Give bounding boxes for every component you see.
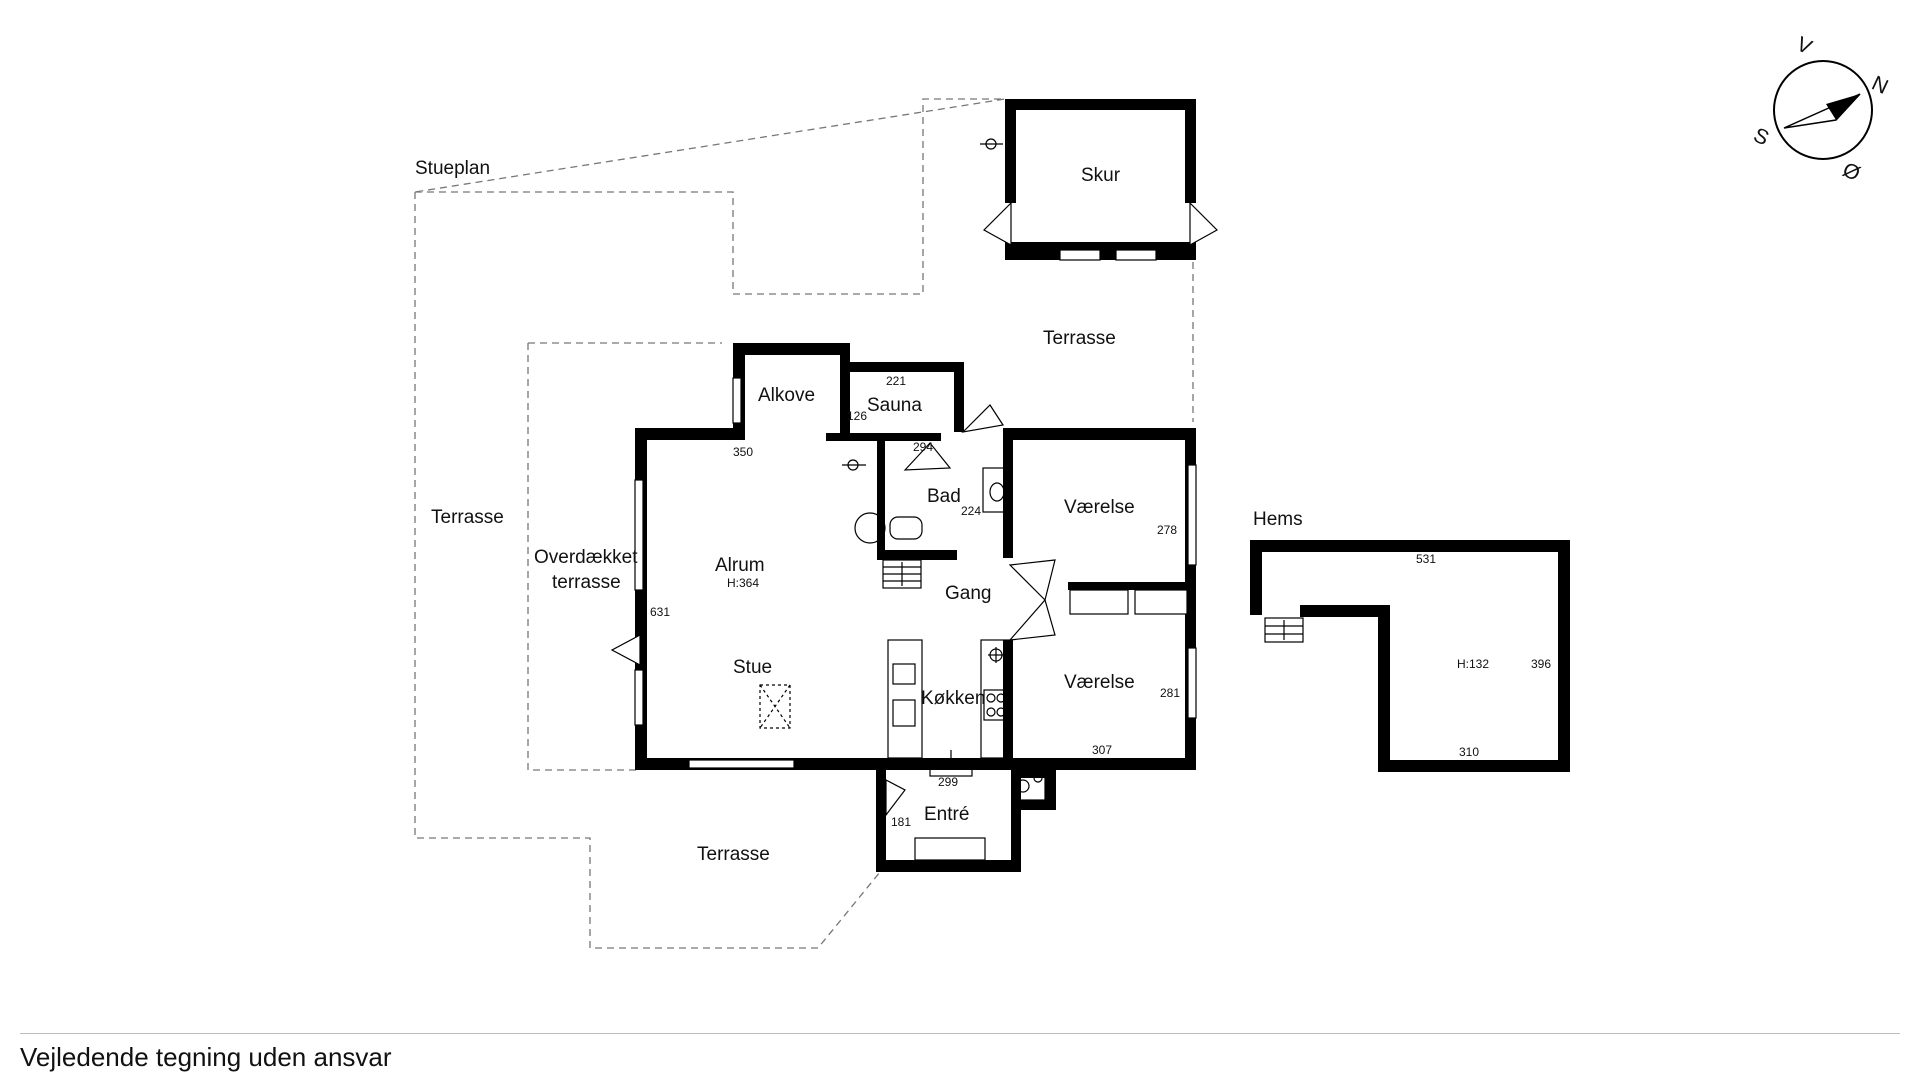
plan-title: Stueplan [415,158,490,179]
shower-icon [842,459,866,471]
label-alkove: Alkove [758,385,815,406]
label-alrum-height: H:364 [727,576,759,590]
fan-icon [988,647,1004,663]
dim-koekken: 299 [938,775,958,789]
outdoor-tap-icon [980,138,1003,150]
label-overdaekket-1: Overdækket [534,547,638,568]
compass-s: S [1750,124,1772,151]
label-sauna: Sauna [867,395,922,416]
dim-hems-bottom: 310 [1459,745,1479,759]
dim-entre: 181 [891,815,911,829]
dim-bad: 224 [961,504,981,518]
compass: V N S Ø [1750,33,1892,186]
compass-v: V [1793,33,1815,60]
dim-alrum: 631 [650,605,670,619]
label-bad: Bad [927,486,961,507]
doors [610,404,1056,817]
dim-vaerelse-2-h: 281 [1160,686,1180,700]
terrace-outlines [414,98,1194,949]
footer-divider [20,1033,1900,1034]
entry-step [929,750,973,777]
label-stue: Stue [733,657,772,678]
toilet-icon [854,512,923,544]
hems-stair-icon [1264,617,1304,643]
label-terrasse-top: Terrasse [1043,328,1116,349]
compass-n: N [1868,72,1891,99]
kitchen-counter-left [887,639,923,759]
label-koekken: Køkken [921,688,985,709]
compass-o: Ø [1839,158,1864,186]
dim-vaerelse-2-w: 307 [1092,743,1112,757]
label-gang: Gang [945,583,991,604]
washer-icon [1012,769,1046,801]
stair-icon [882,559,922,589]
label-alrum: Alrum [715,555,765,576]
dim-hems-right: 396 [1531,657,1551,671]
fixtures [759,459,1046,861]
label-overdaekket-2: terrasse [552,572,621,593]
room-labels: Stueplan Skur Terrasse Terrasse Terrasse… [415,158,1303,865]
main-house-walls [634,343,1197,872]
dim-alkove: 350 [733,445,753,459]
label-entre: Entré [924,804,969,825]
label-vaerelse-2: Værelse [1064,672,1135,693]
footer-disclaimer: Vejledende tegning uden ansvar [20,1042,392,1072]
dim-hems-top: 531 [1416,552,1436,566]
bench-icon [914,837,986,861]
label-vaerelse-1: Værelse [1064,497,1135,518]
label-hems: Hems [1253,509,1303,530]
dim-vaerelse-1: 278 [1157,523,1177,537]
dim-sauna-bath: 294 [913,440,933,454]
label-terrasse-bottom: Terrasse [697,844,770,865]
dim-sauna-w: 221 [886,374,906,388]
dim-hems-height: H:132 [1457,657,1489,671]
hems-plan [1250,540,1570,772]
sink-icon [982,467,1012,513]
kitchen-counter-right [980,639,1012,759]
dimension-labels: 221 126 294 350 224 278 631 281 307 299 … [650,374,1551,829]
label-terrasse-left: Terrasse [431,507,504,528]
skylight-icon [759,684,791,729]
dim-sauna-h: 126 [847,409,867,423]
label-skur: Skur [1081,165,1121,186]
shed-building [980,99,1218,261]
